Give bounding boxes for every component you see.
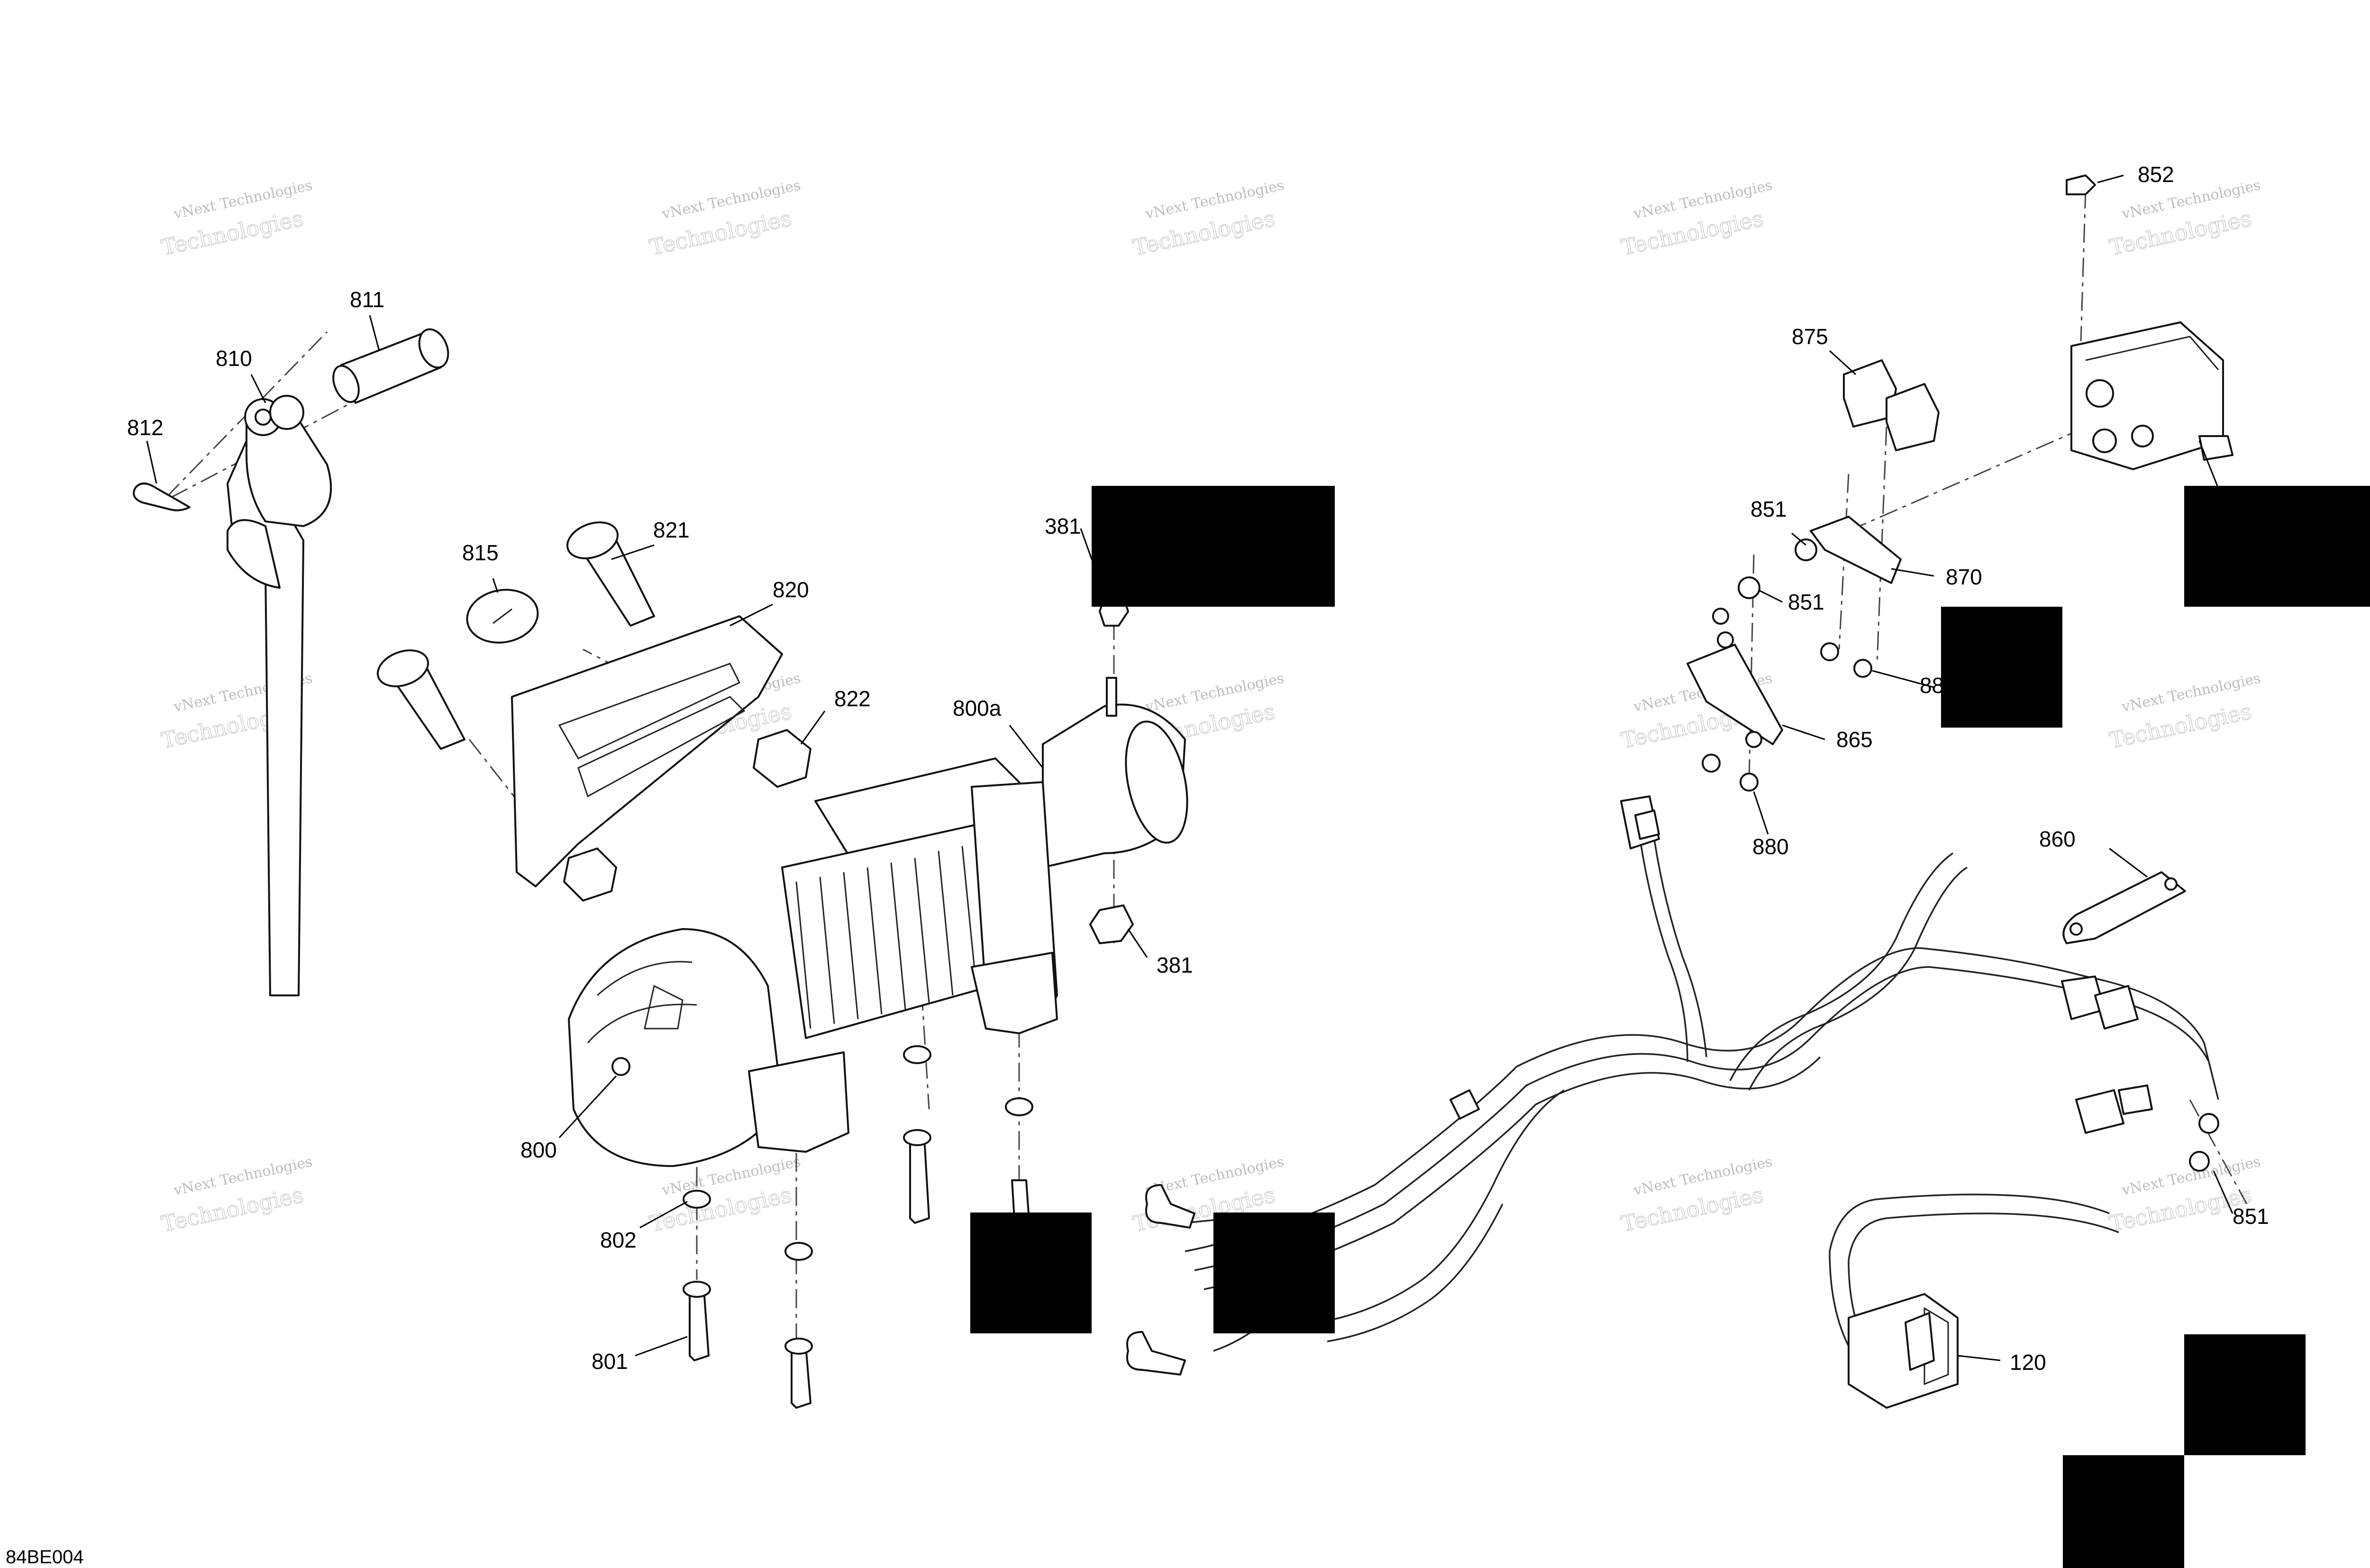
callout-800: 800 (520, 1138, 557, 1162)
washer-b (1005, 1097, 1033, 1116)
leader-lines (146, 174, 2233, 1361)
callout-812: 812 (127, 415, 164, 440)
screw-852 (2066, 174, 2096, 195)
hook-roller (269, 395, 304, 430)
bolt-821 (566, 521, 655, 627)
fairlead-assembly (376, 521, 811, 902)
callout-811: 811 (350, 287, 384, 312)
watermark: Technologies vNext Technologies (647, 177, 802, 261)
callout-860: 860 (2039, 827, 2076, 851)
nut-851-c (2198, 1113, 2219, 1134)
watermark: Technologies vNext Technologies (2107, 670, 2262, 754)
callout-381-b: 381 (1157, 953, 1193, 977)
callout-880: 880 (1752, 834, 1789, 859)
contactor-assembly (1686, 174, 2233, 792)
callout-875: 875 (1792, 324, 1828, 349)
washer-880 (1740, 773, 1759, 792)
callout-800a: 800a (953, 696, 1002, 720)
drum-cable-wraps (795, 841, 1001, 1029)
callout-851-a: 851 (1750, 497, 1787, 521)
bolt-c (791, 1345, 811, 1409)
diagram-id: 84BE004 (6, 1547, 84, 1568)
redaction-block (1941, 607, 2062, 728)
callout-852: 852 (2138, 162, 2174, 187)
callout-120: 120 (2010, 1350, 2046, 1375)
redaction-block (2184, 1334, 2306, 1455)
redaction-block (2184, 486, 2370, 607)
nut-851-a (1795, 538, 1817, 561)
watermark: Technologies vNext Technologies (159, 1153, 314, 1237)
watermark: Technologies vNext Technologies (1130, 177, 1285, 261)
redaction-blocks (970, 486, 2370, 1568)
nut-851-d (2189, 1151, 2210, 1172)
callout-870: 870 (1946, 565, 1982, 589)
callout-815: 815 (462, 540, 499, 565)
callouts: 852 875 85 851 851 870 88 865 880 860 85… (127, 162, 2269, 1375)
callout-865: 865 (1836, 727, 1873, 752)
redaction-block (970, 1212, 1092, 1333)
stud (1106, 677, 1117, 717)
washer-802 (683, 1190, 711, 1209)
clamp-860 (2062, 871, 2186, 944)
wiring-harness (1126, 795, 2219, 1409)
callout-810: 810 (216, 346, 252, 371)
watermark: Technologies vNext Technologies (159, 177, 314, 261)
winch-gearbox-800 (568, 928, 783, 1167)
contactor-mount-tab (2198, 435, 2233, 461)
gearbox-hub (611, 1057, 630, 1076)
washer-c (784, 1242, 813, 1261)
callout-851-b: 851 (1788, 590, 1824, 614)
ring-terminals (1126, 1089, 1480, 1376)
callout-802: 802 (600, 1228, 637, 1252)
fairlead-bracket-820 (511, 615, 783, 887)
bolt-upper-a (909, 1137, 930, 1224)
redaction-block (1092, 486, 1335, 607)
callout-822: 822 (834, 686, 871, 711)
bracket-870 (1810, 516, 1902, 584)
harness-connector-top (1620, 795, 1660, 849)
winch-base-foot-b (971, 952, 1058, 1034)
winch-base-foot (748, 1051, 849, 1153)
winch-assembly (568, 703, 1188, 1167)
harness-connectors-right (2061, 975, 2153, 1134)
nut-822-b (563, 848, 617, 902)
winch-strap-assembly (133, 328, 449, 996)
callout-88x: 88 (1920, 673, 1944, 698)
bolt-821-b (376, 649, 465, 750)
nut-822 (753, 729, 811, 788)
winch-hardware (683, 596, 1134, 1409)
callout-381-a: 381 (1045, 514, 1081, 538)
watermark: Technologies vNext Technologies (1619, 177, 1774, 261)
callout-801: 801 (592, 1349, 628, 1374)
redaction-block (1213, 1212, 1335, 1333)
callout-851-c: 851 (2233, 1204, 2269, 1229)
relay-875 (1843, 359, 1940, 451)
hook-pulley-inner (255, 409, 272, 426)
bolt-801 (689, 1288, 710, 1361)
callout-820: 820 (773, 577, 809, 602)
nut-851-b (1738, 576, 1760, 599)
rocker-switch-120 (1848, 1293, 1959, 1409)
watermark: Technologies vNext Technologies (2107, 177, 2262, 261)
redaction-block (2063, 1455, 2184, 1568)
clevis-pin-811 (332, 328, 449, 404)
nut-381-bottom (1089, 904, 1134, 944)
callout-821: 821 (653, 518, 690, 542)
washer-a (903, 1045, 931, 1064)
cotter-pin-812 (133, 483, 191, 511)
strap-loop (227, 519, 281, 589)
watermark: Technologies vNext Technologies (1619, 1153, 1774, 1237)
